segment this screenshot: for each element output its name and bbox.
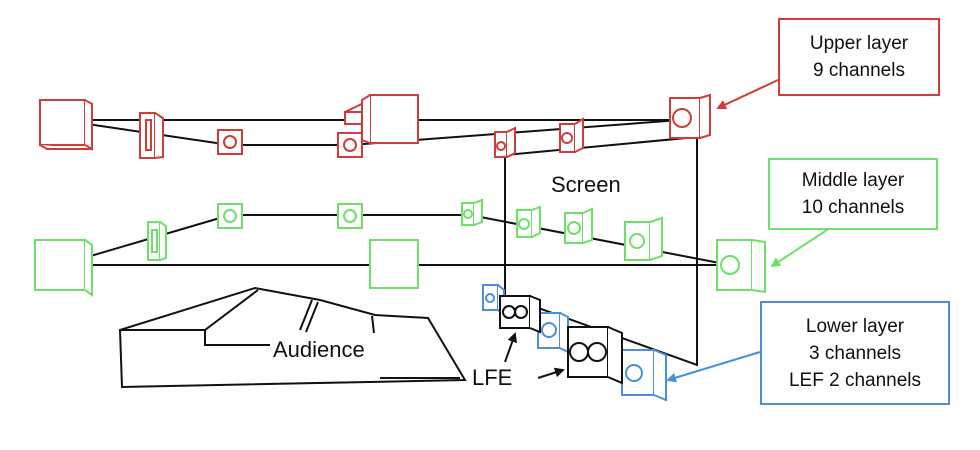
lfe-count: LEF 2 channels <box>788 369 922 391</box>
arrow-icon <box>504 332 518 363</box>
speaker-icon <box>559 117 584 153</box>
upper-layer-title: Upper layer <box>809 33 909 54</box>
speaker-icon <box>621 349 667 402</box>
speaker-icon <box>34 239 93 297</box>
screen-label: Screen <box>551 172 621 197</box>
upper-layer-label: Upper layer 9 channels <box>778 18 940 96</box>
speaker-icon <box>139 112 164 159</box>
speaker-icon <box>516 205 541 238</box>
speaker-icon <box>564 207 593 244</box>
middle-layer-count: 10 channels <box>801 197 905 218</box>
speaker-icon <box>217 129 243 155</box>
speaker-icon <box>669 93 711 139</box>
lower-layer-label: Lower layer 3 channels LEF 2 channels <box>760 301 950 405</box>
arrow-icon <box>537 367 565 379</box>
speaker-icon <box>494 126 516 158</box>
speaker-icon <box>39 99 93 151</box>
audience-platform <box>118 286 467 389</box>
speaker-icon <box>537 312 569 354</box>
speaker-icon <box>147 221 167 261</box>
lfe-label: LFE <box>472 365 513 390</box>
lfe-subwoofers <box>499 295 623 385</box>
speaker-icon <box>461 198 483 226</box>
subwoofer-icon <box>567 326 623 385</box>
speaker-icon <box>217 203 243 229</box>
speaker-icon <box>624 216 663 261</box>
screen <box>504 135 698 367</box>
subwoofer-icon <box>499 295 541 334</box>
arrow-icon <box>716 79 779 110</box>
speaker-icon <box>361 94 419 144</box>
speaker-icon <box>716 239 766 294</box>
speaker-icon <box>337 132 363 158</box>
arrow-icon <box>770 227 831 268</box>
speaker-icon <box>369 239 419 289</box>
upper-layer-speakers <box>39 93 711 159</box>
lower-layer-title: Lower layer <box>805 315 905 337</box>
audience-label: Audience <box>273 337 365 362</box>
upper-layer-count: 9 channels <box>813 60 905 81</box>
middle-layer-title: Middle layer <box>801 170 905 191</box>
middle-layer-speakers <box>34 198 766 297</box>
middle-layer-label: Middle layer 10 channels <box>768 158 938 230</box>
speaker-icon <box>337 203 363 229</box>
lower-layer-count: 3 channels <box>809 342 901 364</box>
arrow-icon <box>666 351 761 383</box>
